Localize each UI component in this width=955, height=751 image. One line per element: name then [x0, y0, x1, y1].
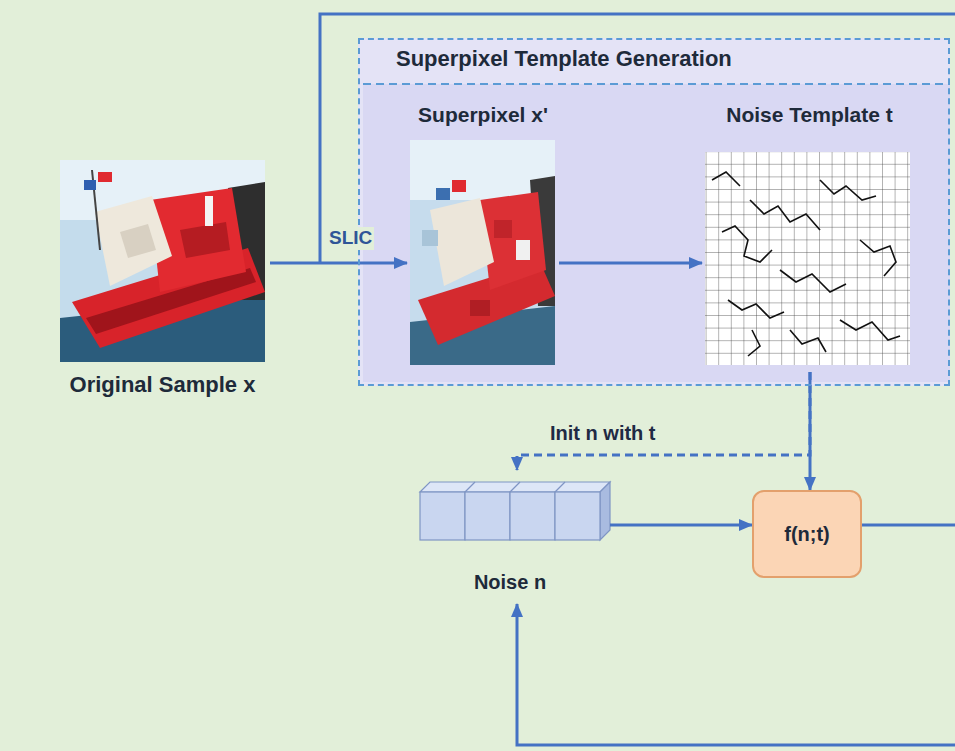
edge-label: Init n with t	[548, 421, 658, 445]
image-panel: Original Sample x	[55, 150, 270, 400]
group-band: Superpixel Template GenerationSuperpixel…	[358, 38, 950, 386]
noise-template-image	[705, 152, 910, 365]
node-label: Noise n	[474, 570, 546, 594]
tensor-node: Noise n	[410, 470, 610, 598]
image-panel: Noise Template t	[702, 102, 917, 372]
flow-arrow	[559, 262, 702, 265]
image-panel: Superpixel x'	[407, 102, 559, 372]
feedback-wire	[517, 604, 955, 745]
node-label: Noise Template t	[726, 102, 892, 127]
boat-photo	[60, 160, 265, 362]
output-wire	[862, 524, 955, 527]
superpixel-image	[410, 140, 555, 365]
node-label: f(n;t)	[784, 522, 830, 546]
node-label: Original Sample x	[70, 372, 256, 398]
flow-arrow	[610, 524, 752, 527]
flow-arrow	[270, 262, 407, 265]
node-label: Superpixel x'	[418, 102, 548, 127]
process-box: f(n;t)	[752, 490, 862, 578]
edge-label: SLIC	[327, 227, 374, 250]
band-divider	[363, 83, 950, 85]
band-inner-fill	[363, 84, 950, 382]
band-fill	[358, 38, 950, 386]
noise-tensor	[420, 482, 610, 540]
flow-arrow	[517, 372, 810, 470]
node-label: Superpixel Template Generation	[396, 46, 732, 72]
